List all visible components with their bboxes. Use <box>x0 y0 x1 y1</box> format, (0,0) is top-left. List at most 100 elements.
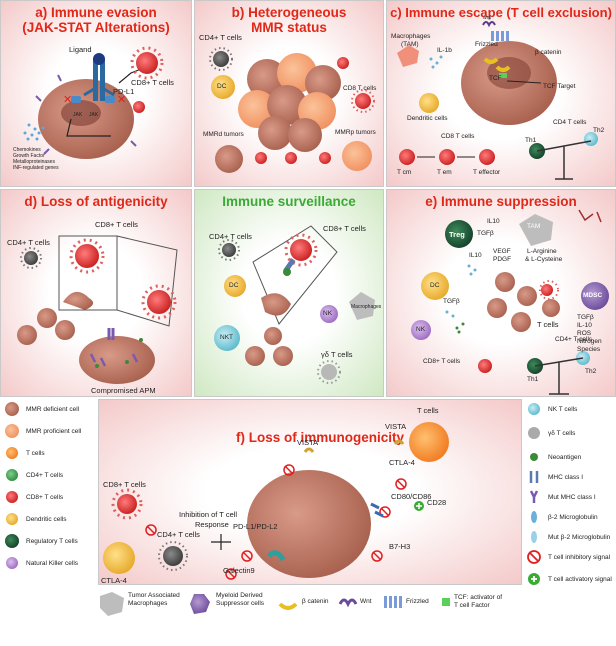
chemokine-dots <box>23 123 45 141</box>
vista-center-label: VISTA <box>297 438 319 447</box>
mut-mhc-class-i-icon <box>529 490 539 503</box>
regulatory-t-cell-icon <box>5 534 19 548</box>
il10-label-mid: IL10 <box>469 252 482 259</box>
metalloproteinases-label: Metalloproteinases <box>13 159 55 165</box>
panel-surveillance-illustration <box>214 225 375 384</box>
tcf-target-label: TCF Target <box>543 83 576 90</box>
b2-microglobulin-icon <box>531 511 537 523</box>
dc-label: DC <box>217 83 227 90</box>
inset-frame-right <box>116 235 178 327</box>
t-cell-icon <box>409 422 449 462</box>
mmr-deficient-cell-icon <box>5 402 19 416</box>
balance-scale-icon <box>536 140 592 180</box>
legend-item: Neoantigen <box>526 449 581 465</box>
mdsc-icon <box>581 282 609 310</box>
macrophage-icon <box>397 45 419 67</box>
panel-e-title: e) Immune suppression <box>425 194 577 209</box>
beta-catenin-icon <box>483 57 499 64</box>
legend-item: T cell inhibitory signal <box>526 549 610 565</box>
pdl1-label: PD-L1/PD-L2 <box>233 522 278 531</box>
tam-label: TAM <box>527 223 541 230</box>
legend-item: CD4+ T cells <box>4 467 63 483</box>
dendritic-cell-icon <box>224 275 246 297</box>
growth-factor-label: Growth Factor <box>13 153 45 159</box>
nk-cell-icon <box>411 320 431 340</box>
vegf-label: VEGF <box>493 248 511 255</box>
panel-loss-of-immunogenicity: f) Loss of immunogenicity CD8+ T cells I… <box>98 399 522 585</box>
cd8-label: CD8+ T cells <box>131 78 174 87</box>
cd4-t-cell-icon <box>209 47 233 71</box>
tcf-legend-label-1: TCF: activator of <box>454 594 503 601</box>
t-cell-icon <box>6 447 18 459</box>
il10-label-top: IL10 <box>487 218 500 225</box>
cd8-label: CD8+ T cells <box>423 358 461 365</box>
legend-item: T cells <box>4 445 45 461</box>
cd4-label: CD4 T cells <box>553 119 587 126</box>
frizzled-icon <box>384 596 402 608</box>
th2-label: Th2 <box>593 127 605 134</box>
panel-heterogeneous-mmr: b) Heterogeneous MMR status CD4+ T cells… <box>194 0 384 187</box>
legend-item: Natural Killer cells <box>4 555 78 571</box>
panel-a-illustration: ✕ ✕ <box>23 46 164 159</box>
tcells-label: T cells <box>417 406 439 415</box>
wnt-legend-label: Wnt <box>360 598 372 605</box>
wnt-icon <box>482 21 496 28</box>
dendritic-cell-icon <box>419 93 439 113</box>
panel-f-illustration <box>103 422 449 580</box>
cd8-t-cell-icon <box>290 239 312 261</box>
teff-label: T effector <box>473 169 501 176</box>
mdsc-icon <box>190 594 210 614</box>
legend-item: β-2 Microglobulin <box>526 509 598 525</box>
regulatory-t-cell-icon <box>445 220 473 248</box>
nkt-cell-icon <box>214 325 240 351</box>
th2-cell <box>584 132 598 146</box>
pdgf-label: PDGF <box>493 256 512 263</box>
receptor <box>93 59 98 101</box>
nk-t-cell-icon <box>528 403 540 415</box>
cd8-label: CD8 T cells <box>343 85 377 92</box>
ligand-label: Ligand <box>69 45 92 54</box>
gd-t-cell-icon <box>321 364 337 380</box>
mdsc-factor-4: Nitrogen <box>577 338 602 345</box>
vista-right-label: VISTA <box>385 422 407 431</box>
gd-label: γδ T cells <box>321 350 353 359</box>
tgfb-label-mid: TGFβ <box>443 298 460 305</box>
mut-b2-microglobulin-icon <box>531 531 537 543</box>
mdsc-factor-3: ROS <box>577 330 592 337</box>
cd4-t-cell-icon <box>163 546 183 566</box>
cd8-t-cell-icon <box>6 491 18 503</box>
tam-label: (TAM) <box>401 41 419 48</box>
cd4-label: CD4+ T cells <box>555 336 593 343</box>
legend-bottom: Tumor Associated Macrophages Myeloid Der… <box>98 590 522 640</box>
cd4-label: CD4+ T cells <box>209 232 252 241</box>
gd-t-cell-icon <box>528 427 540 439</box>
tam-legend-label-2: Macrophages <box>128 600 168 607</box>
cd28-label: CD28 <box>427 498 447 507</box>
panel-d-illustration <box>17 235 178 384</box>
cd8-label: CD8+ T cells <box>103 480 146 489</box>
il1b-label: IL-1b <box>437 47 452 54</box>
mmrp-tumor-cell <box>342 141 372 171</box>
legend-left: MMR deficient cell MMR proficient cell T… <box>0 399 96 585</box>
natural-killer-cell-icon <box>6 557 18 569</box>
dc-label: DC <box>229 282 239 289</box>
inhibition-label-2: Response <box>195 520 229 529</box>
tgfb-label-top: TGFβ <box>477 230 494 237</box>
wnt-label: wnt <box>483 15 491 21</box>
panel-b-illustration <box>209 47 375 173</box>
tumor-cluster <box>238 53 341 152</box>
panel-c-illustration <box>397 21 598 180</box>
b7h3-label: B7-H3 <box>389 542 411 551</box>
inhibitory-signal-icons <box>145 464 407 580</box>
mmrd-label: MMRd tumors <box>203 131 244 138</box>
cd8-label: CD8+ T cells <box>323 224 366 233</box>
bcat-legend-label: β catenin <box>302 598 329 605</box>
panel-loss-of-antigenicity: d) Loss of antigenicity CD4+ T cells CD8… <box>0 189 192 397</box>
dendritic-cell-icon <box>6 513 18 525</box>
ctla4-right-label: CTLA-4 <box>389 458 415 467</box>
neoantigen-icon <box>530 453 538 461</box>
nk-label: NK <box>323 310 333 317</box>
inset-frame-left <box>58 235 118 311</box>
wnt-icon <box>338 598 358 608</box>
panel-immune-evasion: a) Immune evasion (JAK-STAT Alterations)… <box>0 0 192 187</box>
